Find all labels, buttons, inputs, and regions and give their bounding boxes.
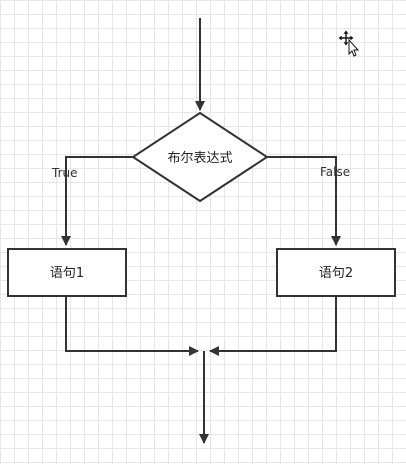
merge-right-arrow [209,296,337,356]
statement-2-box [276,248,396,297]
statement-1-label: 语句1 [50,266,84,281]
condition-diamond [131,111,269,203]
true-branch-arrow [61,156,133,246]
statement-2-label: 语句2 [319,266,353,281]
false-branch-arrow [267,156,341,246]
move-cursor-icon [337,29,360,57]
true-branch-label: True [51,166,78,180]
statement-2-node[interactable]: 语句2 [276,248,396,297]
statement-1-node[interactable]: 语句1 [7,248,127,297]
condition-label: 布尔表达式 [167,151,232,166]
merge-left-arrow [65,296,199,356]
condition-node[interactable]: 布尔表达式 [131,111,269,203]
false-branch-label: False [320,165,350,179]
